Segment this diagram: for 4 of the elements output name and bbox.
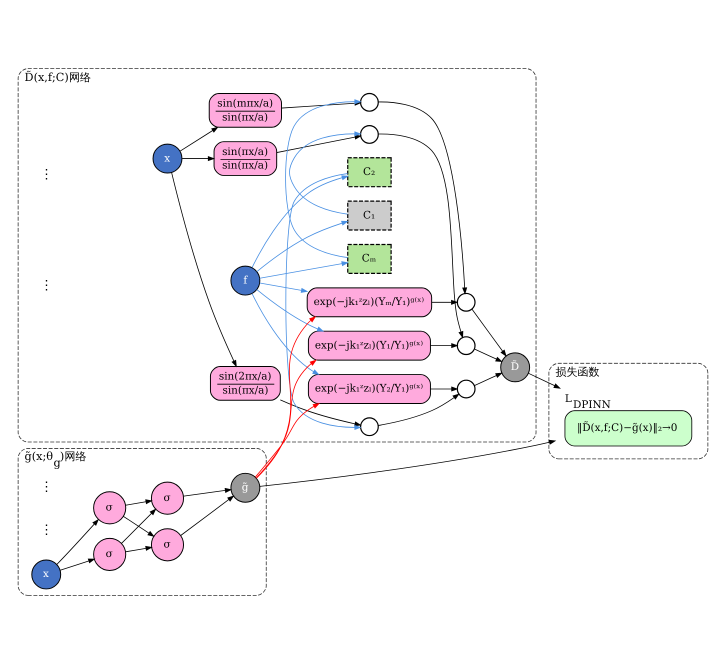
label: ⋮ — [40, 480, 53, 495]
label: ⋮ — [40, 523, 53, 538]
label: ⋮ — [40, 278, 53, 294]
label: ⋮ — [40, 167, 53, 182]
